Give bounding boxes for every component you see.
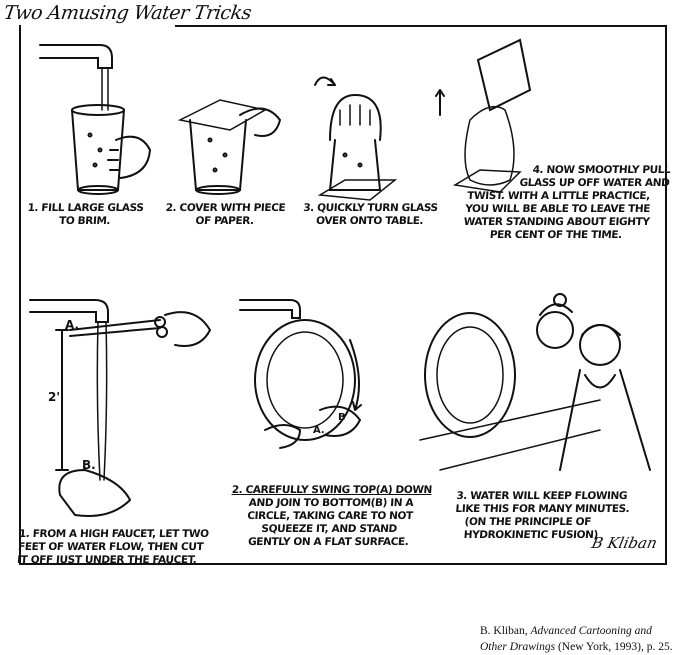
hand-icon bbox=[164, 311, 212, 347]
arrow-icon bbox=[349, 339, 362, 411]
label-height: 2' bbox=[48, 390, 61, 404]
hand-icon bbox=[107, 135, 152, 179]
water-stream bbox=[101, 67, 109, 111]
comic-frame bbox=[19, 25, 667, 565]
splash-hand-icon bbox=[58, 468, 132, 517]
hand-icon bbox=[319, 405, 362, 437]
water-loop bbox=[254, 319, 356, 441]
glass-paper-icon bbox=[177, 99, 282, 195]
step-caption-4: 4. Now smoothly pullglass up off water a… bbox=[463, 164, 671, 241]
step-caption-2: 2. Cover with pieceof paper. bbox=[165, 202, 286, 227]
label-a: A. bbox=[65, 318, 80, 332]
table-edge bbox=[419, 399, 601, 471]
trick2-caption-2: 2. Carefully swing top(A) downand join t… bbox=[231, 484, 433, 548]
label-a-small: A. bbox=[313, 425, 325, 436]
water-standing-icon bbox=[435, 38, 532, 193]
comic-frame-top bbox=[175, 25, 667, 27]
source-credit: B. Kliban, Advanced Cartooning and Other… bbox=[480, 625, 673, 653]
faucet-icon bbox=[39, 44, 113, 69]
water-ring bbox=[424, 312, 516, 438]
faucet-icon bbox=[29, 299, 109, 323]
glass-inverted-icon bbox=[314, 76, 398, 201]
couple-icon bbox=[536, 293, 651, 471]
glass-full-icon bbox=[71, 104, 125, 195]
water-column bbox=[96, 321, 108, 481]
label-b-small: B bbox=[338, 412, 346, 423]
hand-icon bbox=[264, 424, 302, 449]
scissors-icon bbox=[69, 316, 168, 338]
height-dimension bbox=[55, 329, 69, 471]
step-caption-3: 3. Quickly turn glassover onto table. bbox=[302, 202, 439, 227]
artist-signature: B Kliban bbox=[590, 534, 659, 552]
step-caption-1: 1. Fill large glassto brim. bbox=[27, 202, 144, 227]
trick2-caption-1: 1. From a high faucet, let twofeet of wa… bbox=[16, 528, 209, 566]
faucet-icon bbox=[239, 299, 301, 319]
label-b: B. bbox=[82, 458, 96, 472]
